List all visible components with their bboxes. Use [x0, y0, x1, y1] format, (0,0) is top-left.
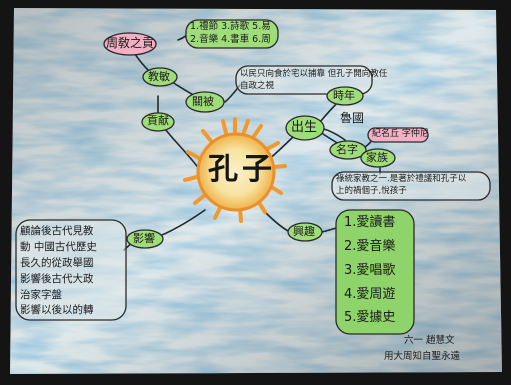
left-note-3: 影響後古代大政	[20, 273, 94, 285]
left-note-5: 影響以後以的轉	[20, 304, 94, 316]
left-cluster-label: 影響	[133, 232, 155, 245]
interest-item-4: 5.愛據史	[344, 310, 396, 325]
signature-line-1: 用大周知自聖永遠	[384, 351, 461, 362]
top-cluster-label: 貢献	[147, 114, 169, 127]
signature-line-0: 六一 趙慧文	[404, 335, 455, 346]
top-sub-2-note-0: 以民只向食於宅以捕靠 但孔子開向教任	[240, 69, 388, 79]
sun-center	[183, 117, 287, 223]
center-label: 孔子	[208, 152, 276, 187]
top-sub-1-label: 教敏	[148, 70, 170, 83]
right-sub-2-label: 名字	[336, 143, 358, 156]
right-sub-2-value: 紀名丘 字仲尼	[372, 129, 429, 139]
left-note-4: 治家字盤	[20, 289, 62, 301]
top-sub-0-item-0: 1.禮節 3.詩歌 5.易	[190, 21, 271, 32]
right-cluster-label: 出生	[291, 120, 318, 135]
left-note-2: 長久的從政舉國	[20, 257, 94, 269]
right-sub-3-label: 家族	[366, 151, 388, 164]
left-note-0: 顧論後古代見教	[20, 225, 94, 237]
top-sub-0-item-1: 2.音樂 4.書車 6.周	[190, 34, 271, 45]
right-sub-3-note-0: 祿統家教之一.是著於禮議和孔子以	[336, 174, 467, 184]
interest-item-2: 3.愛唱歌	[344, 263, 396, 278]
interest-item-0: 1.愛讀書	[344, 215, 396, 230]
interest-item-1: 2.愛音樂	[344, 239, 396, 254]
right-sub-0-label: 時年	[333, 89, 355, 102]
interest-item-3: 4.愛周遊	[344, 287, 396, 302]
left-note-1: 動 中國古代歷史	[20, 241, 97, 253]
top-sub-2-note-1: 自政之視	[240, 81, 275, 91]
node-shapes	[15, 19, 491, 335]
right-sub-3-note-1: 上的禍個子,悅孩子	[336, 186, 407, 196]
top-sub-2-label: 關被	[192, 95, 214, 108]
bottom-cluster-label: 興趣	[293, 225, 315, 238]
right-sub-1-label: 魯國	[340, 111, 365, 125]
top-sub-0-label: 周敎之貢	[106, 36, 155, 50]
